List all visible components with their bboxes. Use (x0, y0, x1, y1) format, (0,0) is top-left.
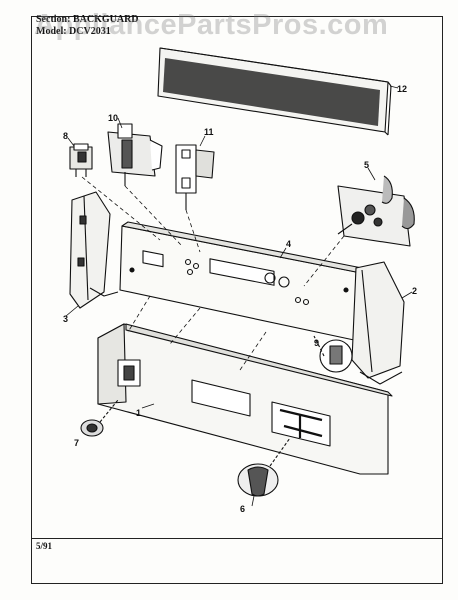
part-6-timer-knob (237, 437, 291, 497)
callout-1: 1 (136, 408, 141, 418)
part-7-knob (80, 399, 119, 437)
section-label: Section: (36, 14, 71, 25)
part-8-switch (69, 143, 93, 177)
callout-12: 12 (397, 84, 407, 94)
section-value: BACKGUARD (72, 14, 139, 25)
callout-9: 9 (314, 338, 319, 348)
callout-11: 11 (204, 127, 214, 137)
callout-7: 7 (74, 438, 79, 448)
part-5-timer (337, 175, 415, 247)
part-1-front-console (97, 323, 393, 475)
part-3-left-endcap (69, 191, 119, 309)
callout-8: 8 (63, 131, 68, 141)
part-4-panel-backplate (119, 221, 363, 341)
part-9-lamp (313, 335, 353, 373)
part-11-bracket (175, 144, 215, 210)
assembly-guide-lines (81, 176, 345, 371)
callout-2: 2 (412, 286, 417, 296)
callout-3: 3 (63, 314, 68, 324)
callout-6: 6 (240, 504, 245, 514)
page-frame (31, 16, 443, 584)
diagram-header: Section: BACKGUARD Model: DCV2031 (36, 14, 139, 38)
model-line: Model: DCV2031 (36, 26, 139, 38)
part-2-right-endcap (351, 261, 405, 385)
footer-date: 5/91 (36, 541, 53, 551)
model-value: DCV2031 (69, 26, 111, 37)
section-line: Section: BACKGUARD (36, 14, 139, 26)
part-12-top-trim (157, 47, 392, 136)
callout-5: 5 (364, 160, 369, 170)
model-label: Model: (36, 26, 67, 37)
watermark: AppliancePartsPros.com (34, 9, 389, 41)
footer-divider (31, 538, 443, 539)
part-10-rotary-switch (107, 123, 163, 186)
callout-10: 10 (108, 113, 118, 123)
callout-4: 4 (286, 239, 291, 249)
